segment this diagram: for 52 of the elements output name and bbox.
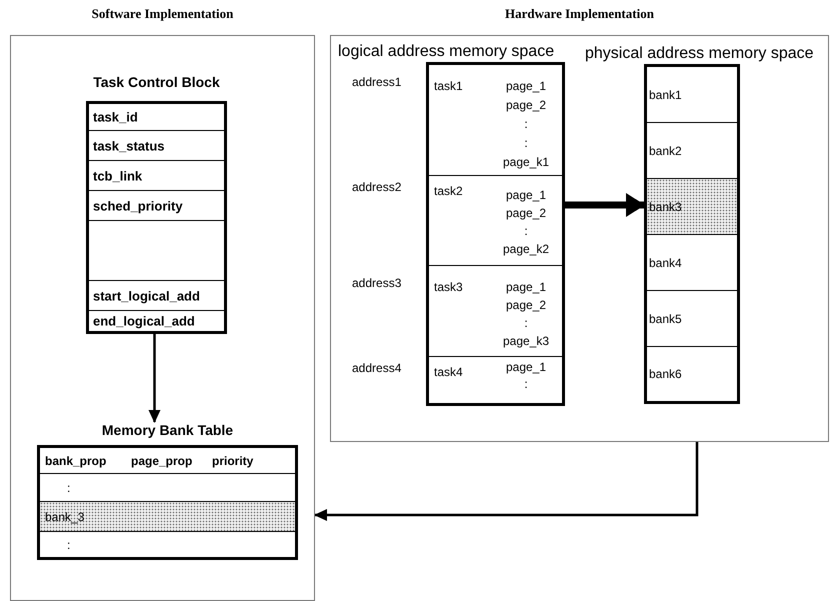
page-label: page_1 [504,359,548,376]
task-label: task2 [434,184,463,198]
page-label: page_2 [504,205,548,222]
section-heading: Hardware Implementation [504,6,655,22]
page-label: page_k2 [502,241,550,258]
section-heading: Software Implementation [90,6,234,22]
column-heading: physical address memory space [585,45,814,63]
page-label: page_k3 [502,333,550,350]
page-label: page_k1 [502,154,550,171]
page-label: : [523,376,529,393]
table-title: Memory Bank Table [100,422,234,438]
task-label: task4 [434,365,463,379]
page-label: page_2 [504,97,548,114]
bank-label: bank6 [649,367,682,381]
address-label: address3 [352,276,402,290]
field-name: task_status [93,138,165,153]
column-header: page_prop [131,454,192,468]
highlighted-row [40,502,295,532]
field-name: : [67,538,70,552]
address-label: address2 [352,180,402,194]
page-label: page_1 [504,187,548,204]
page-label: : [523,223,529,240]
bank-label: bank4 [649,256,682,270]
bank-label: bank2 [649,144,682,158]
field-name: sched_priority [93,198,183,213]
task-label: task1 [434,79,463,93]
page-label: : [523,315,529,332]
field-name: start_logical_add [93,288,200,303]
bank-label: bank5 [649,312,682,326]
bank-label: bank1 [649,88,682,102]
address-label: address4 [352,361,402,375]
page-label: page_1 [504,78,548,95]
page-label: page_1 [504,279,548,296]
field-name: end_logical_add [93,314,195,328]
table-title: Task Control Block [92,74,221,90]
field-name: tcb_link [93,168,142,183]
page-label: : [523,135,529,152]
arrow [565,193,645,217]
address-label: address1 [352,75,402,89]
field-name: task_id [93,110,138,124]
column-header: bank_prop [45,454,106,468]
field-name: bank_3 [45,510,84,524]
task-label: task3 [434,280,463,294]
arrow [148,334,160,423]
arrow [314,442,698,521]
page-label: page_2 [504,297,548,314]
column-header: priority [212,454,254,468]
column-heading: logical address memory space [338,43,554,61]
highlighted-bank [647,179,737,235]
bank-label: bank3 [649,200,682,214]
page-label: : [523,116,529,133]
field-name: : [67,480,70,494]
